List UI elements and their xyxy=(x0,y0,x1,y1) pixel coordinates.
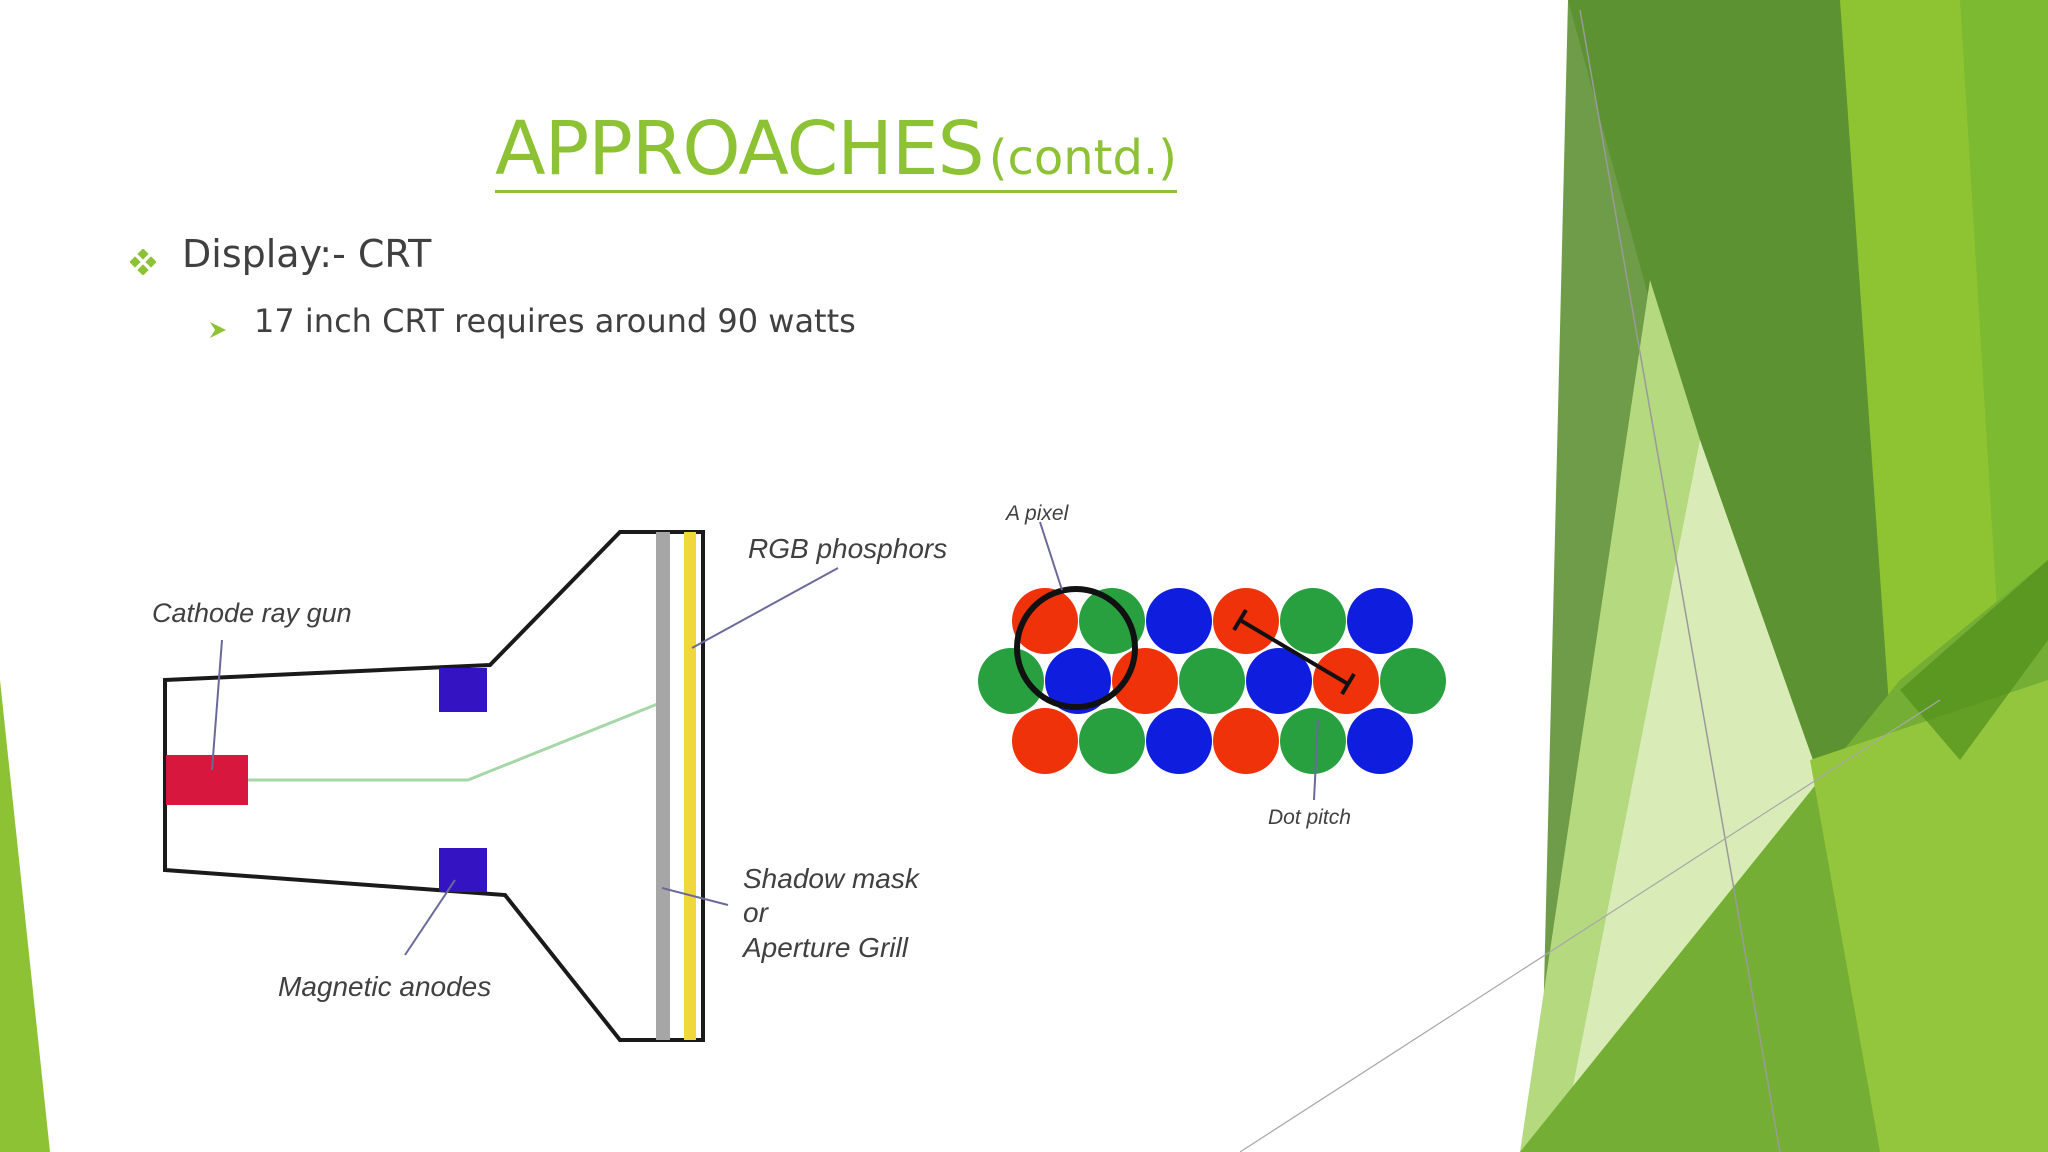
title-subtitle: (contd.) xyxy=(988,130,1177,186)
diamond-bullet-icon xyxy=(129,240,157,276)
bullet-level2-text: 17 inch CRT requires around 90 watts xyxy=(254,302,856,340)
label-magnetic-anodes: Magnetic anodes xyxy=(278,971,491,1002)
label-dot-pitch: Dot pitch xyxy=(1268,806,1351,829)
phosphor-dot-red xyxy=(1213,588,1279,654)
slide-title: APPROACHES (contd.) xyxy=(0,109,1672,193)
phosphor-dot-green xyxy=(1280,708,1346,774)
bullet-level1-text: Display:- CRT xyxy=(182,232,432,276)
rgb-phosphor-layer xyxy=(684,532,696,1040)
pixel-highlight-circle xyxy=(1014,586,1138,710)
phosphor-dot-blue xyxy=(1347,708,1413,774)
label-a-pixel: A pixel xyxy=(1004,502,1070,525)
phosphor-dot-blue xyxy=(1146,708,1212,774)
phosphor-dot-green xyxy=(1179,648,1245,714)
pixel-diagram: A pixel Dot pitch xyxy=(978,502,1446,829)
title-main: APPROACHES xyxy=(495,106,985,192)
crt-diagram: Cathode ray gun RGB phosphors Shadow mas… xyxy=(152,530,947,1042)
pointer-pixel xyxy=(1039,521,1063,591)
label-or: or xyxy=(743,897,770,928)
phosphor-dot-green xyxy=(1380,648,1446,714)
label-shadow-mask: Shadow mask xyxy=(743,863,921,894)
phosphor-dot-blue xyxy=(1347,588,1413,654)
magnetic-anode-bottom xyxy=(439,848,487,892)
phosphor-dots xyxy=(978,588,1446,774)
cathode-ray-gun xyxy=(166,755,248,805)
phosphor-dot-green xyxy=(1079,708,1145,774)
bullet-level1: Display:- CRT xyxy=(129,232,432,276)
magnetic-anode-top xyxy=(439,668,487,712)
label-aperture-grill: Aperture Grill xyxy=(741,932,909,963)
phosphor-dot-red xyxy=(1112,648,1178,714)
phosphor-dot-green xyxy=(978,648,1044,714)
pointer-dot-pitch xyxy=(1313,719,1319,801)
pointer-anodes xyxy=(404,879,456,956)
pointer-cathode xyxy=(211,639,223,771)
pointer-phosphors xyxy=(691,567,839,649)
bullet-level2: 17 inch CRT requires around 90 watts xyxy=(208,302,856,340)
phosphor-dot-blue xyxy=(1045,648,1111,714)
phosphor-dot-green xyxy=(1079,588,1145,654)
electron-beam xyxy=(248,701,661,782)
pointer-mask xyxy=(661,887,729,906)
phosphor-dot-green xyxy=(1280,588,1346,654)
label-cathode-ray-gun: Cathode ray gun xyxy=(152,598,352,628)
phosphor-dot-red xyxy=(1012,708,1078,774)
dot-pitch-marker xyxy=(1232,608,1356,696)
shadow-mask xyxy=(656,532,670,1040)
label-rgb-phosphors: RGB phosphors xyxy=(748,533,947,564)
phosphor-dot-blue xyxy=(1146,588,1212,654)
phosphor-dot-red xyxy=(1012,588,1078,654)
crt-tube-outline xyxy=(163,530,705,1042)
phosphor-dot-red xyxy=(1213,708,1279,774)
phosphor-dot-blue xyxy=(1246,648,1312,714)
arrow-bullet-icon xyxy=(208,310,228,338)
